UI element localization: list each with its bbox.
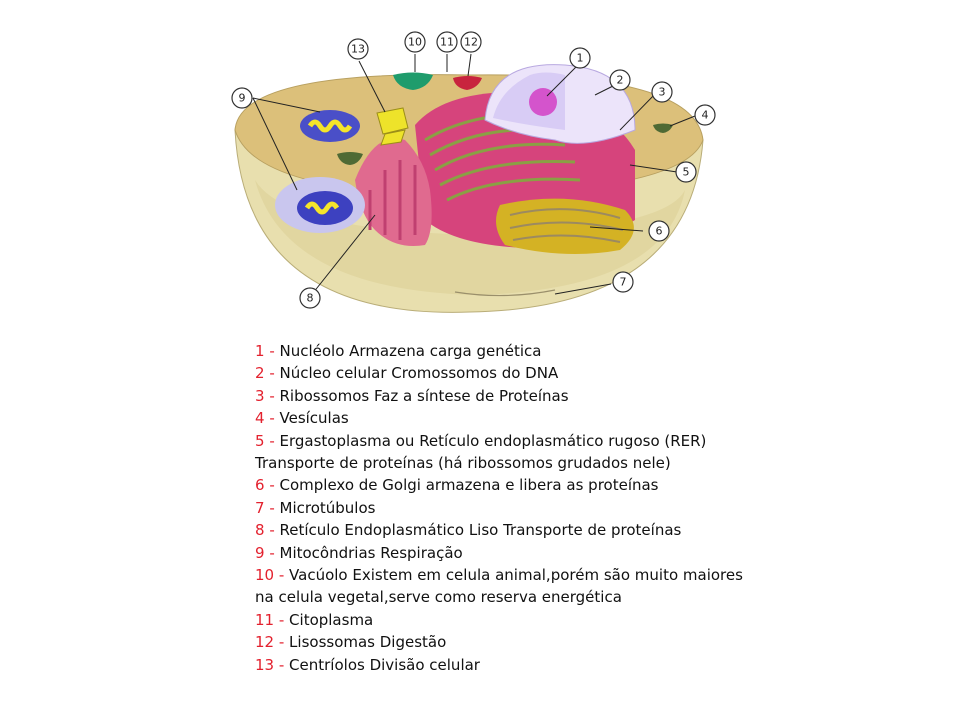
- svg-text:4: 4: [702, 109, 709, 122]
- rough-er-folds: [424, 112, 581, 202]
- legend-item: 10 - Vacúolo Existem em celula animal,po…: [255, 566, 743, 585]
- svg-text:5: 5: [683, 166, 690, 179]
- legend-item: 11 - Citoplasma: [255, 610, 374, 629]
- svg-text:8: 8: [307, 292, 314, 305]
- legend-item: 5 - Ergastoplasma ou Retículo endoplasmá…: [255, 431, 707, 450]
- legend-item: 1 - Nucléolo Armazena carga genética: [255, 342, 542, 360]
- callout-2: 2: [609, 69, 631, 91]
- legend-item: 7 - Microtúbulos: [255, 498, 376, 517]
- callout-9: 9: [231, 87, 253, 109]
- svg-text:7: 7: [620, 276, 627, 289]
- legend-item: 3 - Ribossomos Faz a síntese de Proteína…: [255, 386, 569, 405]
- vesicle-left: [337, 152, 363, 165]
- microtubule: [454, 289, 556, 297]
- svg-text:9: 9: [239, 92, 246, 105]
- legend-item: 13 - Centríolos Divisão celular: [255, 655, 480, 674]
- svg-text:2: 2: [617, 74, 624, 87]
- callout-10: 10: [404, 31, 426, 53]
- legend-item-continuation: Transporte de proteínas (há ribossomos g…: [255, 454, 671, 473]
- svg-text:6: 6: [656, 225, 663, 238]
- callout-5: 5: [675, 161, 697, 183]
- callout-1: 1: [569, 47, 591, 69]
- centrioles: [376, 107, 409, 146]
- legend-item: 6 - Complexo de Golgi armazena e libera …: [255, 476, 659, 495]
- nucleolus: [529, 88, 557, 116]
- svg-text:10: 10: [408, 36, 422, 49]
- legend-list: 1 - Nucléolo Armazena carga genética 2 -…: [255, 340, 755, 676]
- legend-item: 8 - Retículo Endoplasmático Liso Transpo…: [255, 521, 682, 540]
- callout-8: 8: [299, 287, 321, 309]
- cell-diagram: 1 2 3 4 5 6 7 8 9 10 11 12 13: [225, 30, 725, 320]
- callout-6: 6: [648, 220, 670, 242]
- svg-text:12: 12: [464, 36, 478, 49]
- callout-4: 4: [694, 104, 716, 126]
- callout-12: 12: [460, 31, 482, 53]
- cell-illustration: 1 2 3 4 5 6 7 8 9 10 11 12 13: [231, 31, 716, 313]
- vacuole: [393, 72, 433, 90]
- callout-3: 3: [651, 81, 673, 103]
- lysosome: [453, 76, 482, 90]
- legend-item: 4 - Vesículas: [255, 409, 349, 428]
- smooth-er-shape: [355, 138, 432, 246]
- callout-11: 11: [436, 31, 458, 53]
- callout-13: 13: [347, 38, 369, 60]
- svg-text:11: 11: [440, 36, 454, 49]
- legend-item-continuation: na celula vegetal,serve como reserva ene…: [255, 588, 622, 607]
- legend-item: 2 - Núcleo celular Cromossomos do DNA: [255, 364, 559, 383]
- svg-text:13: 13: [351, 43, 365, 56]
- svg-text:1: 1: [577, 52, 584, 65]
- callout-7: 7: [612, 271, 634, 293]
- svg-text:3: 3: [659, 86, 666, 99]
- vesicle-right: [653, 123, 673, 133]
- legend-item: 12 - Lisossomas Digestão: [255, 633, 447, 652]
- legend-item: 9 - Mitocôndrias Respiração: [255, 543, 463, 562]
